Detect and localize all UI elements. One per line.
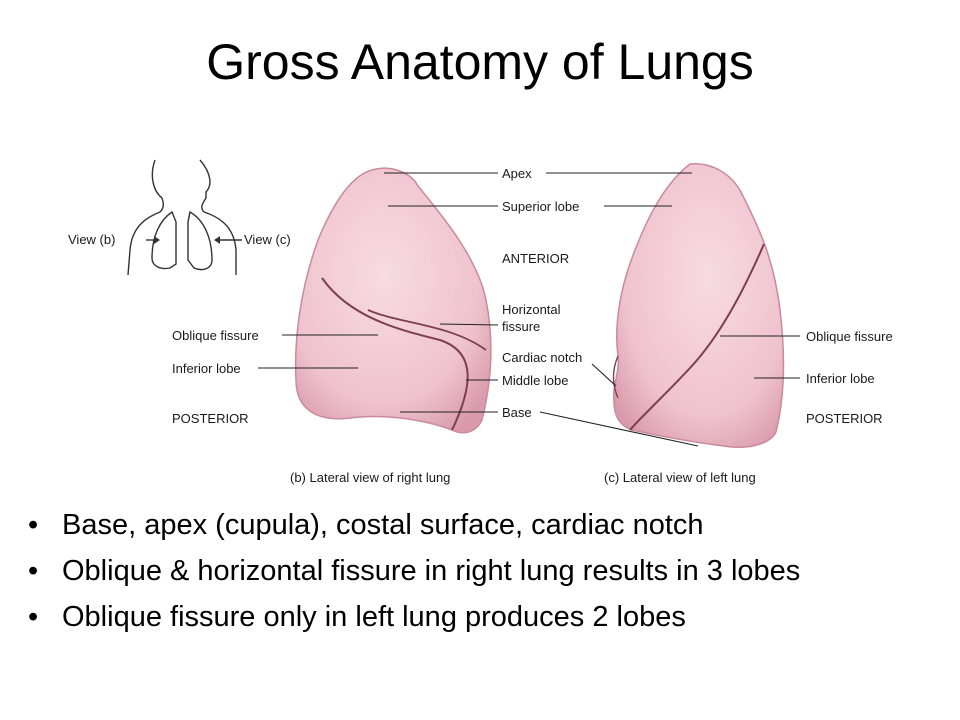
label-apex: Apex (502, 166, 532, 181)
arrow-left-icon (214, 236, 220, 244)
bullet-text: Oblique fissure only in left lung produc… (62, 601, 686, 633)
right-oblique-fissure (321, 277, 469, 431)
label-posterior-right-lung: POSTERIOR (172, 411, 249, 426)
label-inferior-lobe-left-lung: Inferior lobe (806, 371, 875, 386)
caption-right-lung: (b) Lateral view of right lung (290, 470, 450, 485)
left-oblique-fissure (629, 243, 765, 431)
torso-inset (127, 159, 242, 276)
bullet-glyph: • (28, 555, 39, 587)
cardiac-notch (612, 355, 619, 399)
label-anterior: ANTERIOR (502, 251, 569, 266)
leader-cardiac-notch (591, 363, 617, 387)
label-view-b: View (b) (68, 232, 115, 247)
bullet-glyph: • (28, 601, 39, 633)
torso-outline-left (127, 159, 165, 276)
right-horizontal-fissure (367, 309, 487, 351)
label-cardiac-notch: Cardiac notch (502, 350, 582, 365)
label-oblique-fissure-right-lung: Oblique fissure (172, 328, 259, 343)
lung-anatomy-figure: View (b) View (c) (0, 140, 960, 500)
leader-base-left (539, 411, 699, 447)
bullet-item: • Base, apex (cupula), costal surface, ca… (24, 508, 924, 542)
label-inferior-lobe-right-lung: Inferior lobe (172, 361, 241, 376)
left-lung (612, 163, 785, 448)
torso-outline-right (199, 159, 237, 275)
leader-lines (258, 172, 800, 447)
lung-diagram: View (b) View (c) (68, 159, 893, 485)
bullet-item: • Oblique & horizontal fissure in right l… (24, 554, 924, 588)
label-middle-lobe: Middle lobe (502, 373, 569, 388)
bullet-list: • Base, apex (cupula), costal surface, ca… (24, 508, 924, 646)
label-horizontal-fissure-line2: fissure (502, 319, 540, 334)
right-lung-shape (294, 167, 492, 434)
caption-left-lung: (c) Lateral view of left lung (604, 470, 756, 485)
label-oblique-fissure-left-lung: Oblique fissure (806, 329, 893, 344)
label-horizontal-fissure-line1: Horizontal (502, 302, 561, 317)
bullet-text: Oblique & horizontal fissure in right lu… (62, 555, 801, 587)
inset-left-lung (187, 210, 213, 271)
label-superior-lobe: Superior lobe (502, 199, 579, 214)
label-posterior-left-lung: POSTERIOR (806, 411, 883, 426)
bullet-item: • Oblique fissure only in left lung produ… (24, 600, 924, 634)
inset-right-lung (151, 210, 177, 270)
arrow-right-icon (154, 236, 160, 244)
label-base: Base (502, 405, 532, 420)
bullet-glyph: • (28, 509, 39, 541)
bullet-text: Base, apex (cupula), costal surface, car… (62, 509, 704, 541)
left-lung-shape (612, 163, 785, 448)
leader-horizontal-fissure (439, 323, 499, 326)
label-view-c: View (c) (244, 232, 291, 247)
right-lung (294, 167, 492, 434)
page-title: Gross Anatomy of Lungs (206, 34, 754, 90)
